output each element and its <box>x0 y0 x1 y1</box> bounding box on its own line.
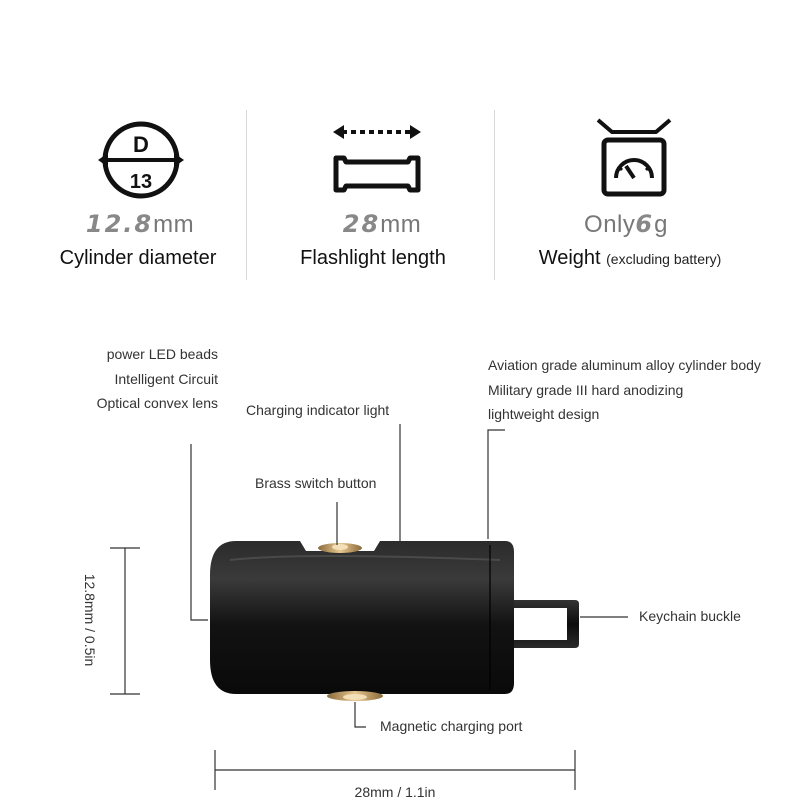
dimension-width: 28mm / 1.1in <box>354 784 436 800</box>
length-icon <box>333 125 421 193</box>
callout-led-beads: power LED beads <box>106 346 218 362</box>
callout-body-material: Aviation grade aluminum alloy cylinder b… <box>488 357 761 373</box>
divider <box>246 110 247 280</box>
flashlight-body <box>210 541 514 694</box>
magnetic-charging-port <box>327 691 383 701</box>
callout-lightweight: lightweight design <box>488 406 600 422</box>
spec-number: 12.8 <box>85 210 154 238</box>
dimension-lines <box>110 547 576 790</box>
spec-number: 28 <box>342 210 381 238</box>
callout-intelligent-circuit: Intelligent Circuit <box>114 371 219 387</box>
callout-anodizing: Military grade III hard anodizing <box>488 382 684 398</box>
spec-value: Only6g <box>496 210 756 239</box>
callout-optical-lens: Optical convex lens <box>96 395 218 411</box>
spec-prefix: Only <box>584 211 636 238</box>
dimension-height: 12.8mm / 0.5in <box>82 573 98 667</box>
spec-label: Weight (excluding battery) <box>500 247 760 270</box>
leader-lines <box>190 424 628 728</box>
brass-switch-button <box>318 543 362 553</box>
spec-label: Cylinder diameter <box>59 247 217 269</box>
spec-unit: mm <box>380 211 422 238</box>
spec-label-text: Weight <box>538 247 601 269</box>
spec-value: 12.8mm <box>10 210 270 239</box>
spec-label: Flashlight length <box>300 247 446 269</box>
divider <box>494 110 495 280</box>
callout-charging-indicator: Charging indicator light <box>246 402 390 418</box>
diameter-icon-bottom-text: 13 <box>130 171 152 193</box>
spec-unit: g <box>654 211 668 238</box>
spec-unit: mm <box>153 211 195 238</box>
spec-label-note: (excluding battery) <box>606 251 722 267</box>
diameter-icon: D 13 <box>98 121 184 199</box>
spec-value: 28mm <box>252 210 512 239</box>
scale-icon <box>596 118 672 197</box>
keychain-buckle <box>505 600 579 648</box>
callout-keychain: Keychain buckle <box>639 608 741 624</box>
spec-number: 6 <box>635 210 655 238</box>
diameter-icon-top-text: D <box>133 132 149 157</box>
callout-brass-switch: Brass switch button <box>255 475 377 491</box>
callout-magnetic-port: Magnetic charging port <box>380 718 523 734</box>
